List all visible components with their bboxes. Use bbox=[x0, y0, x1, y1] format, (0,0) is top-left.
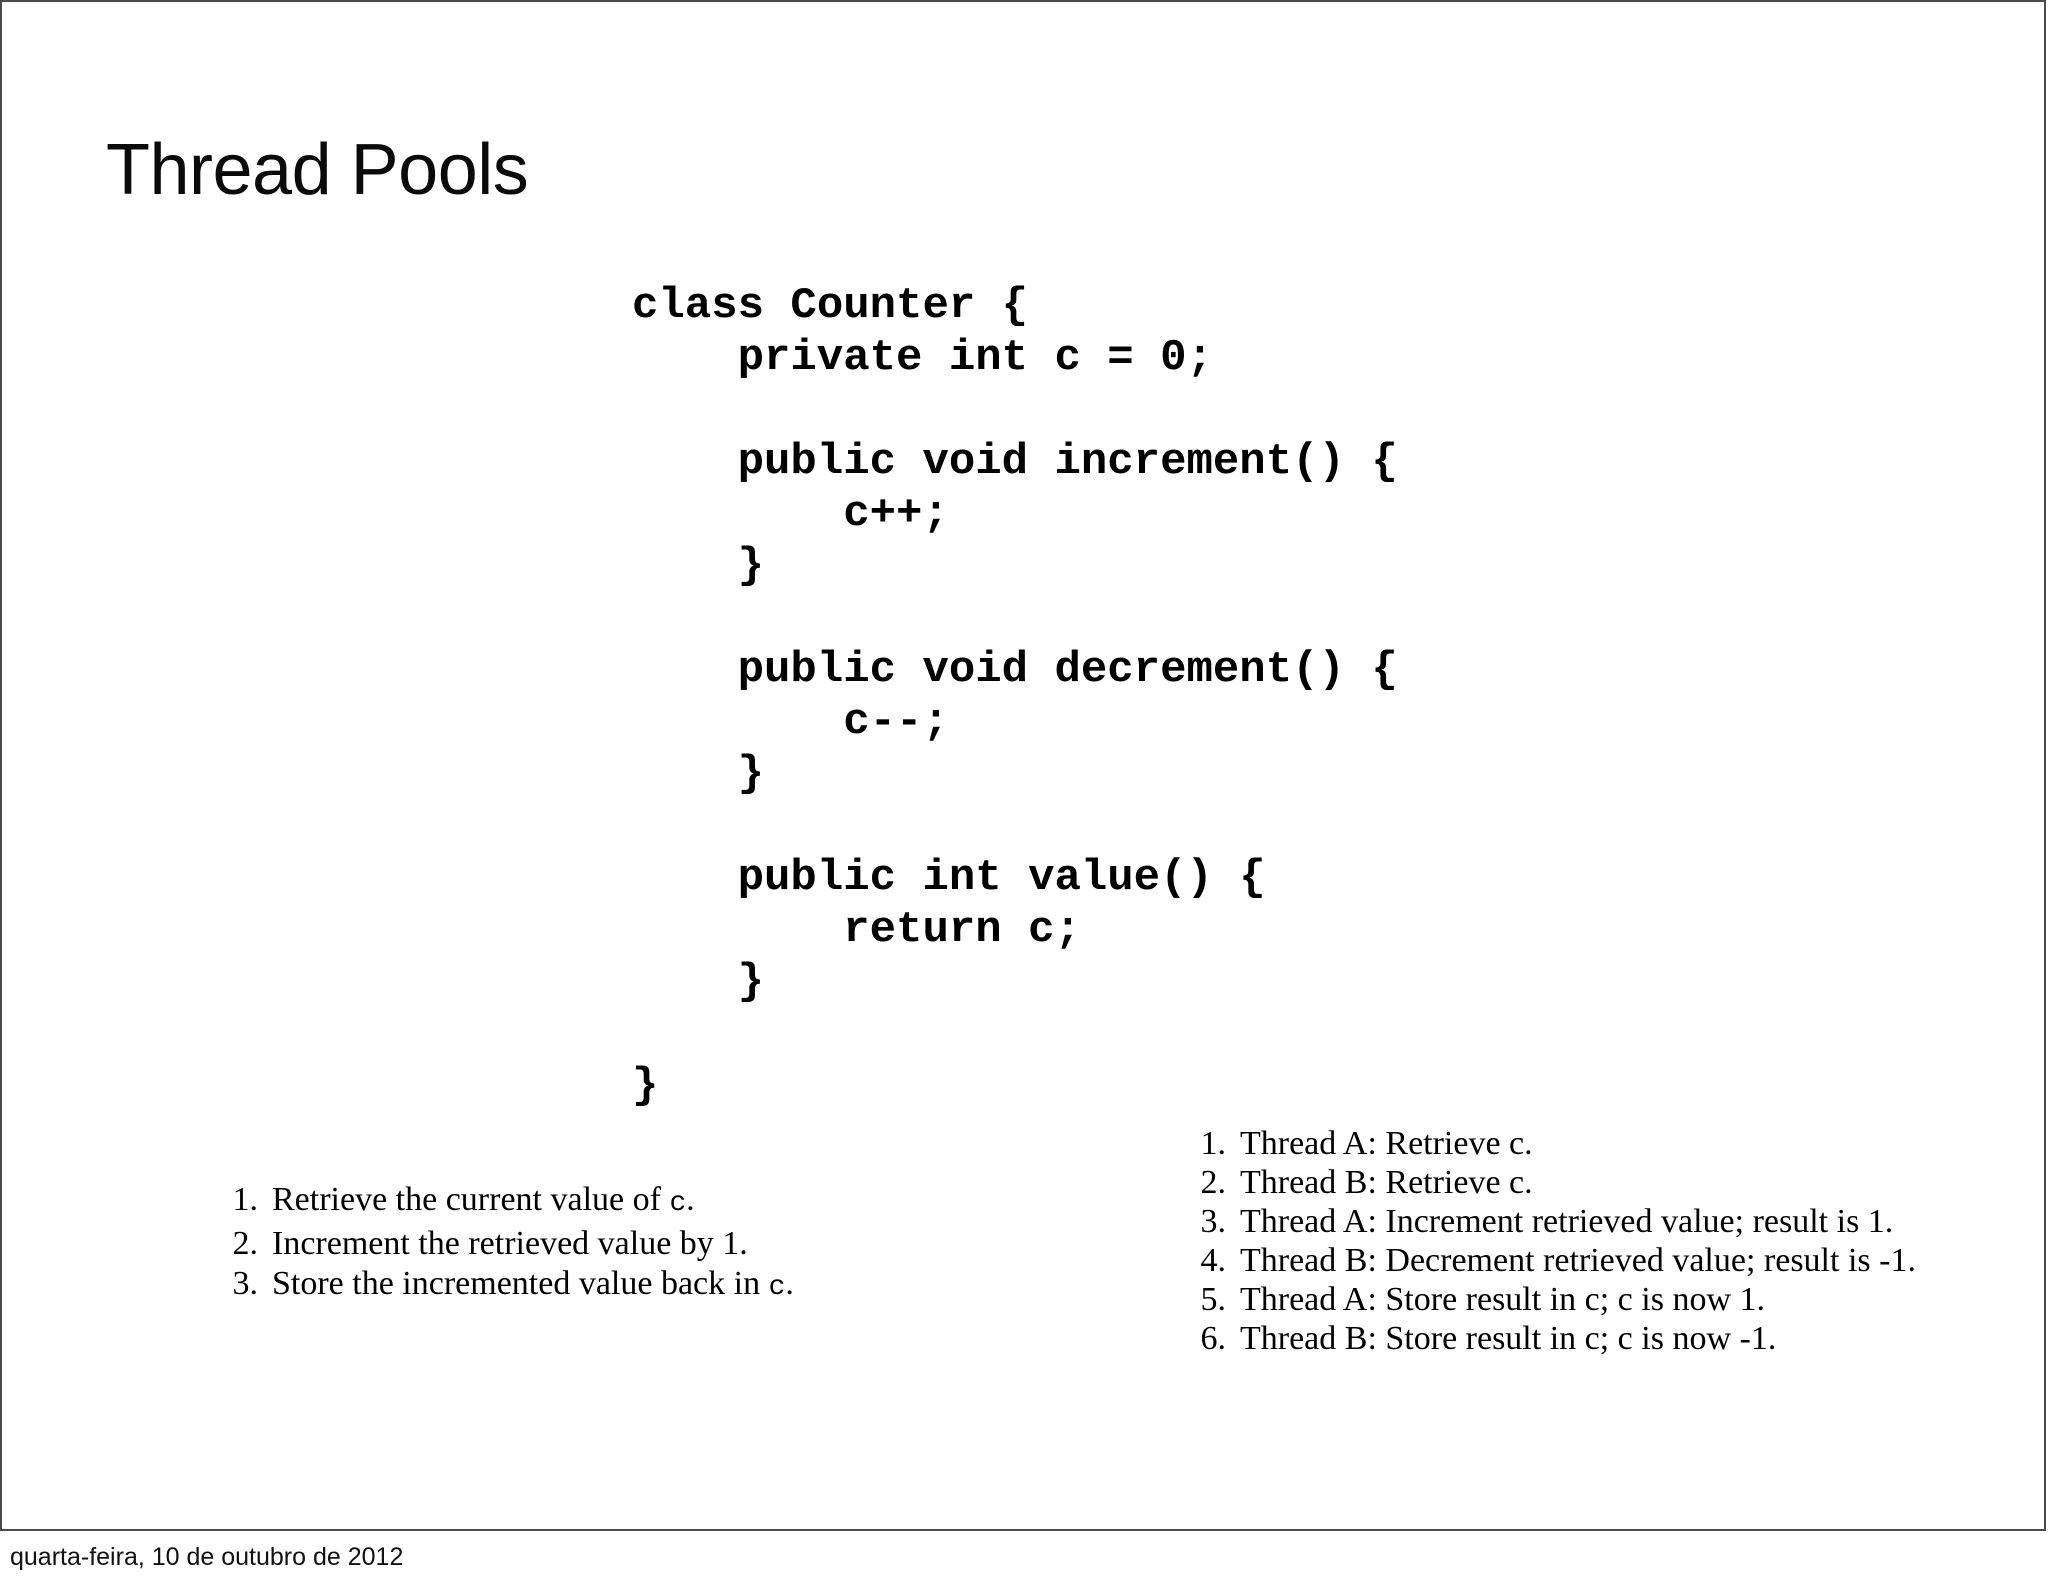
list-item-number: 3. bbox=[1200, 1203, 1227, 1240]
list-item-number: 2. bbox=[1200, 1164, 1227, 1201]
list-item-label: Increment the retrieved value by 1. bbox=[272, 1225, 748, 1262]
list-item: 3. Thread A: Increment retrieved value; r… bbox=[1192, 1202, 1916, 1241]
list-item-number: 5. bbox=[1200, 1281, 1227, 1318]
slide-canvas: Thread Pools class Counter { private int… bbox=[0, 0, 2046, 1531]
list-item: 4. Thread B: Decrement retrieved value; r… bbox=[1192, 1241, 1916, 1280]
list-item: 2. Increment the retrieved value by 1. bbox=[224, 1224, 794, 1264]
steps-list-left: 1. Retrieve the current value of c. 2. Incr… bbox=[224, 1180, 794, 1308]
code-line: c--; bbox=[632, 697, 949, 747]
list-item: 5. Thread A: Store result in c; c is now … bbox=[1192, 1280, 1916, 1319]
list-item-number: 1. bbox=[232, 1181, 259, 1218]
page-title: Thread Pools bbox=[106, 130, 529, 210]
code-line: public int value() { bbox=[632, 853, 1266, 903]
list-item: 1. Retrieve the current value of c. bbox=[224, 1180, 794, 1224]
code-line bbox=[632, 1008, 1398, 1060]
code-line bbox=[632, 800, 1398, 852]
list-item-number: 2. bbox=[232, 1225, 259, 1262]
list-item-label: Thread A: Increment retrieved value; res… bbox=[1240, 1203, 1894, 1240]
code-listing: class Counter { private int c = 0; publi… bbox=[632, 280, 1398, 1112]
list-item-label: Retrieve the current value of c. bbox=[272, 1181, 695, 1219]
list-item-label: Thread A: Store result in c; c is now 1. bbox=[1240, 1281, 1766, 1318]
list-item-label: Thread B: Store result in c; c is now -1… bbox=[1240, 1320, 1777, 1357]
code-line: return c; bbox=[632, 905, 1081, 955]
list-item: 3. Store the incremented value back in c. bbox=[224, 1264, 794, 1308]
inline-code: c bbox=[768, 1272, 786, 1303]
code-line: } bbox=[632, 541, 765, 591]
list-item: 6. Thread B: Store result in c; c is now … bbox=[1192, 1319, 1916, 1358]
code-line: public void decrement() { bbox=[632, 645, 1398, 695]
list-item: 1. Thread A: Retrieve c. bbox=[1192, 1124, 1916, 1163]
list-item-number: 4. bbox=[1200, 1242, 1227, 1279]
list-item-label: Thread B: Retrieve c. bbox=[1240, 1164, 1533, 1201]
code-line bbox=[632, 384, 1398, 436]
code-line: } bbox=[632, 1061, 659, 1111]
inline-code: c bbox=[669, 1188, 687, 1219]
code-line: } bbox=[632, 749, 765, 799]
code-line: class Counter { bbox=[632, 281, 1029, 331]
list-item: 2. Thread B: Retrieve c. bbox=[1192, 1163, 1916, 1202]
list-item-number: 1. bbox=[1200, 1125, 1227, 1162]
code-line: public void increment() { bbox=[632, 437, 1398, 487]
code-line bbox=[632, 592, 1398, 644]
list-item-label: Store the incremented value back in c. bbox=[272, 1265, 794, 1303]
interleave-list-right: 1. Thread A: Retrieve c. 2. Thread B: Retri… bbox=[1192, 1124, 1916, 1358]
list-item-label: Thread B: Decrement retrieved value; res… bbox=[1240, 1242, 1916, 1279]
list-item-number: 6. bbox=[1200, 1320, 1227, 1357]
code-line: c++; bbox=[632, 489, 949, 539]
code-line: } bbox=[632, 957, 765, 1007]
list-item-label: Thread A: Retrieve c. bbox=[1240, 1125, 1533, 1162]
slide-footer-date: quarta-feira, 10 de outubro de 2012 bbox=[10, 1543, 404, 1571]
list-item-number: 3. bbox=[232, 1265, 259, 1302]
code-line: private int c = 0; bbox=[632, 333, 1213, 383]
